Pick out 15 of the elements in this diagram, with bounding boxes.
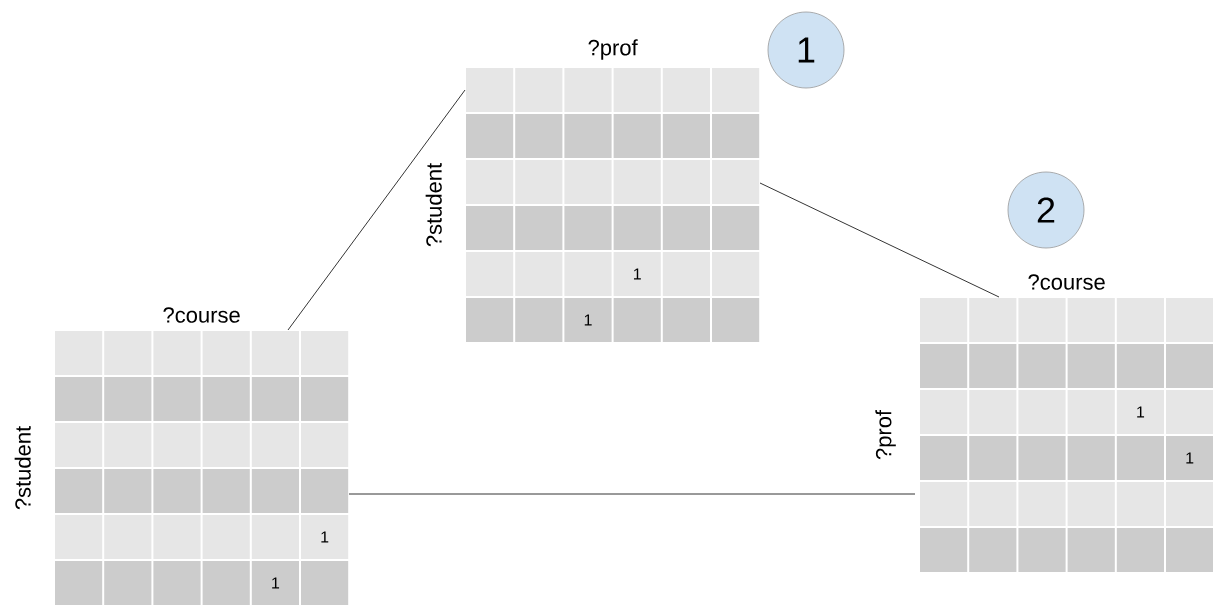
connector-line: [287, 89, 466, 331]
row-label: ?student: [14, 425, 31, 510]
column-label: ?course: [163, 307, 240, 323]
cell-value: 1: [1186, 452, 1194, 464]
cell-value: 1: [321, 531, 329, 543]
cell-value: 1: [272, 577, 280, 589]
row-label: ?student: [425, 162, 442, 247]
column-label: ?prof: [588, 39, 638, 60]
cell-value: 1: [634, 268, 641, 280]
column-label: ?course: [1028, 274, 1105, 290]
cell-value: 1: [1137, 406, 1145, 418]
connector-line: [759, 182, 1000, 298]
cell-value: 1: [584, 314, 592, 326]
row-label: ?prof: [875, 409, 896, 460]
connector-line: [348, 493, 916, 495]
